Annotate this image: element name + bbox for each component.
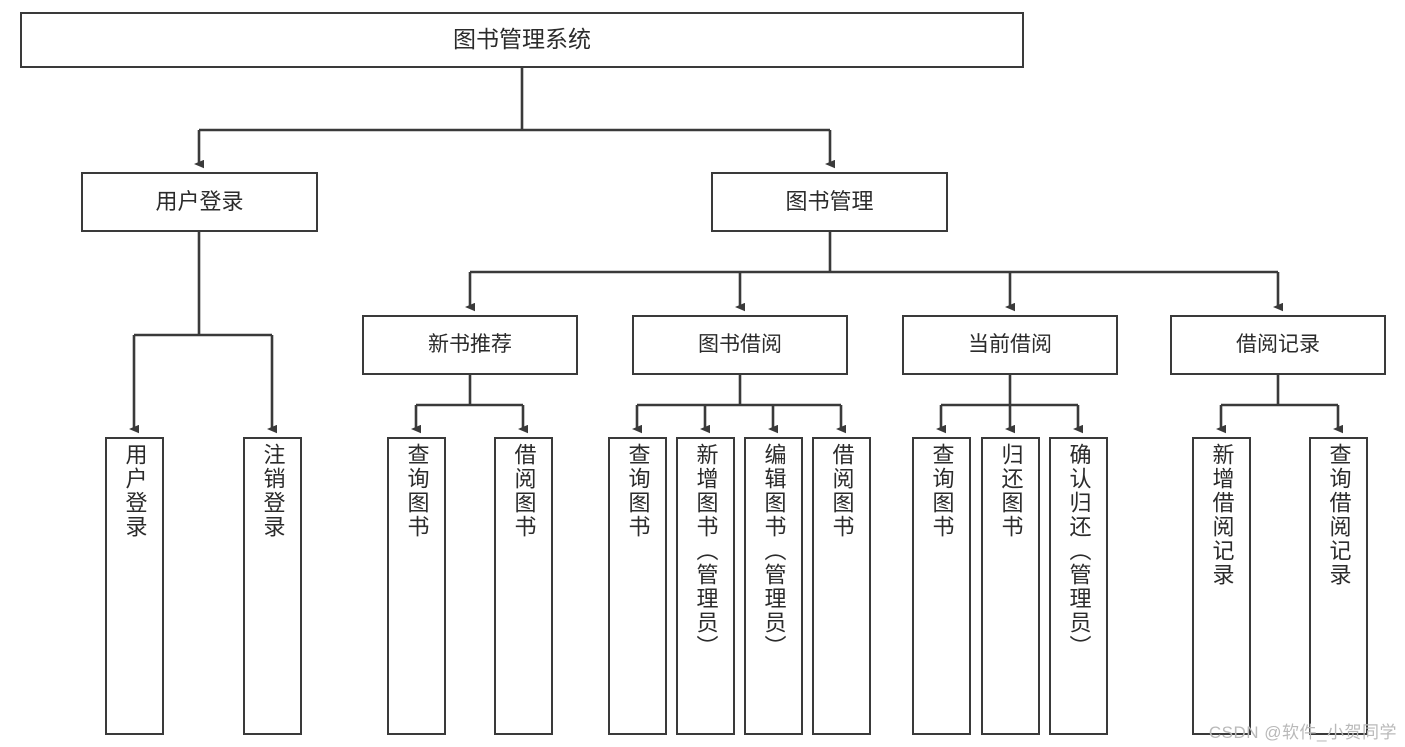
node-label: 归还图书 — [998, 443, 1024, 539]
leaf-add-book-admin[interactable]: 新增图书（管理员） — [676, 437, 735, 735]
leaf-query-borrow-record[interactable]: 查询借阅记录 — [1309, 437, 1368, 735]
node-label: 当前借阅 — [968, 332, 1052, 356]
node-label: 新书推荐 — [428, 332, 512, 356]
node-label: 借阅图书 — [511, 443, 537, 539]
node-borrow-record[interactable]: 借阅记录 — [1170, 315, 1386, 375]
leaf-user-login[interactable]: 用户登录 — [105, 437, 164, 735]
leaf-query-book-borrow[interactable]: 查询图书 — [608, 437, 667, 735]
node-label: 新增图书（管理员） — [693, 443, 719, 659]
node-new-book-recommend[interactable]: 新书推荐 — [362, 315, 578, 375]
watermark-text: CSDN @软件_小贺同学 — [1208, 723, 1397, 742]
leaf-return-book[interactable]: 归还图书 — [981, 437, 1040, 735]
node-current-borrow[interactable]: 当前借阅 — [902, 315, 1118, 375]
leaf-query-book-recommend[interactable]: 查询图书 — [387, 437, 446, 735]
node-book-borrow[interactable]: 图书借阅 — [632, 315, 848, 375]
leaf-confirm-return-admin[interactable]: 确认归还（管理员） — [1049, 437, 1108, 735]
leaf-borrow-book-recommend[interactable]: 借阅图书 — [494, 437, 553, 735]
node-book-management[interactable]: 图书管理 — [711, 172, 948, 232]
node-label: 借阅记录 — [1236, 332, 1320, 356]
node-label: 图书管理 — [785, 189, 874, 215]
node-label: 用户登录 — [155, 189, 244, 215]
node-label: 新增借阅记录 — [1209, 443, 1235, 587]
node-label: 用户登录 — [122, 443, 148, 539]
leaf-edit-book-admin[interactable]: 编辑图书（管理员） — [744, 437, 803, 735]
node-label: 确认归还（管理员） — [1066, 443, 1092, 659]
leaf-borrow-book[interactable]: 借阅图书 — [812, 437, 871, 735]
node-label: 借阅图书 — [829, 443, 855, 539]
node-label: 注销登录 — [260, 443, 286, 539]
node-label: 编辑图书（管理员） — [761, 443, 787, 659]
node-label: 查询图书 — [404, 443, 430, 539]
node-user-login[interactable]: 用户登录 — [81, 172, 318, 232]
node-label: 查询图书 — [929, 443, 955, 539]
node-label: 图书管理系统 — [453, 26, 591, 53]
leaf-logout-login[interactable]: 注销登录 — [243, 437, 302, 735]
leaf-query-book-current[interactable]: 查询图书 — [912, 437, 971, 735]
leaf-add-borrow-record[interactable]: 新增借阅记录 — [1192, 437, 1251, 735]
node-label: 查询借阅记录 — [1326, 443, 1352, 587]
node-root-system[interactable]: 图书管理系统 — [20, 12, 1024, 68]
node-label: 图书借阅 — [698, 332, 782, 356]
node-label: 查询图书 — [625, 443, 651, 539]
